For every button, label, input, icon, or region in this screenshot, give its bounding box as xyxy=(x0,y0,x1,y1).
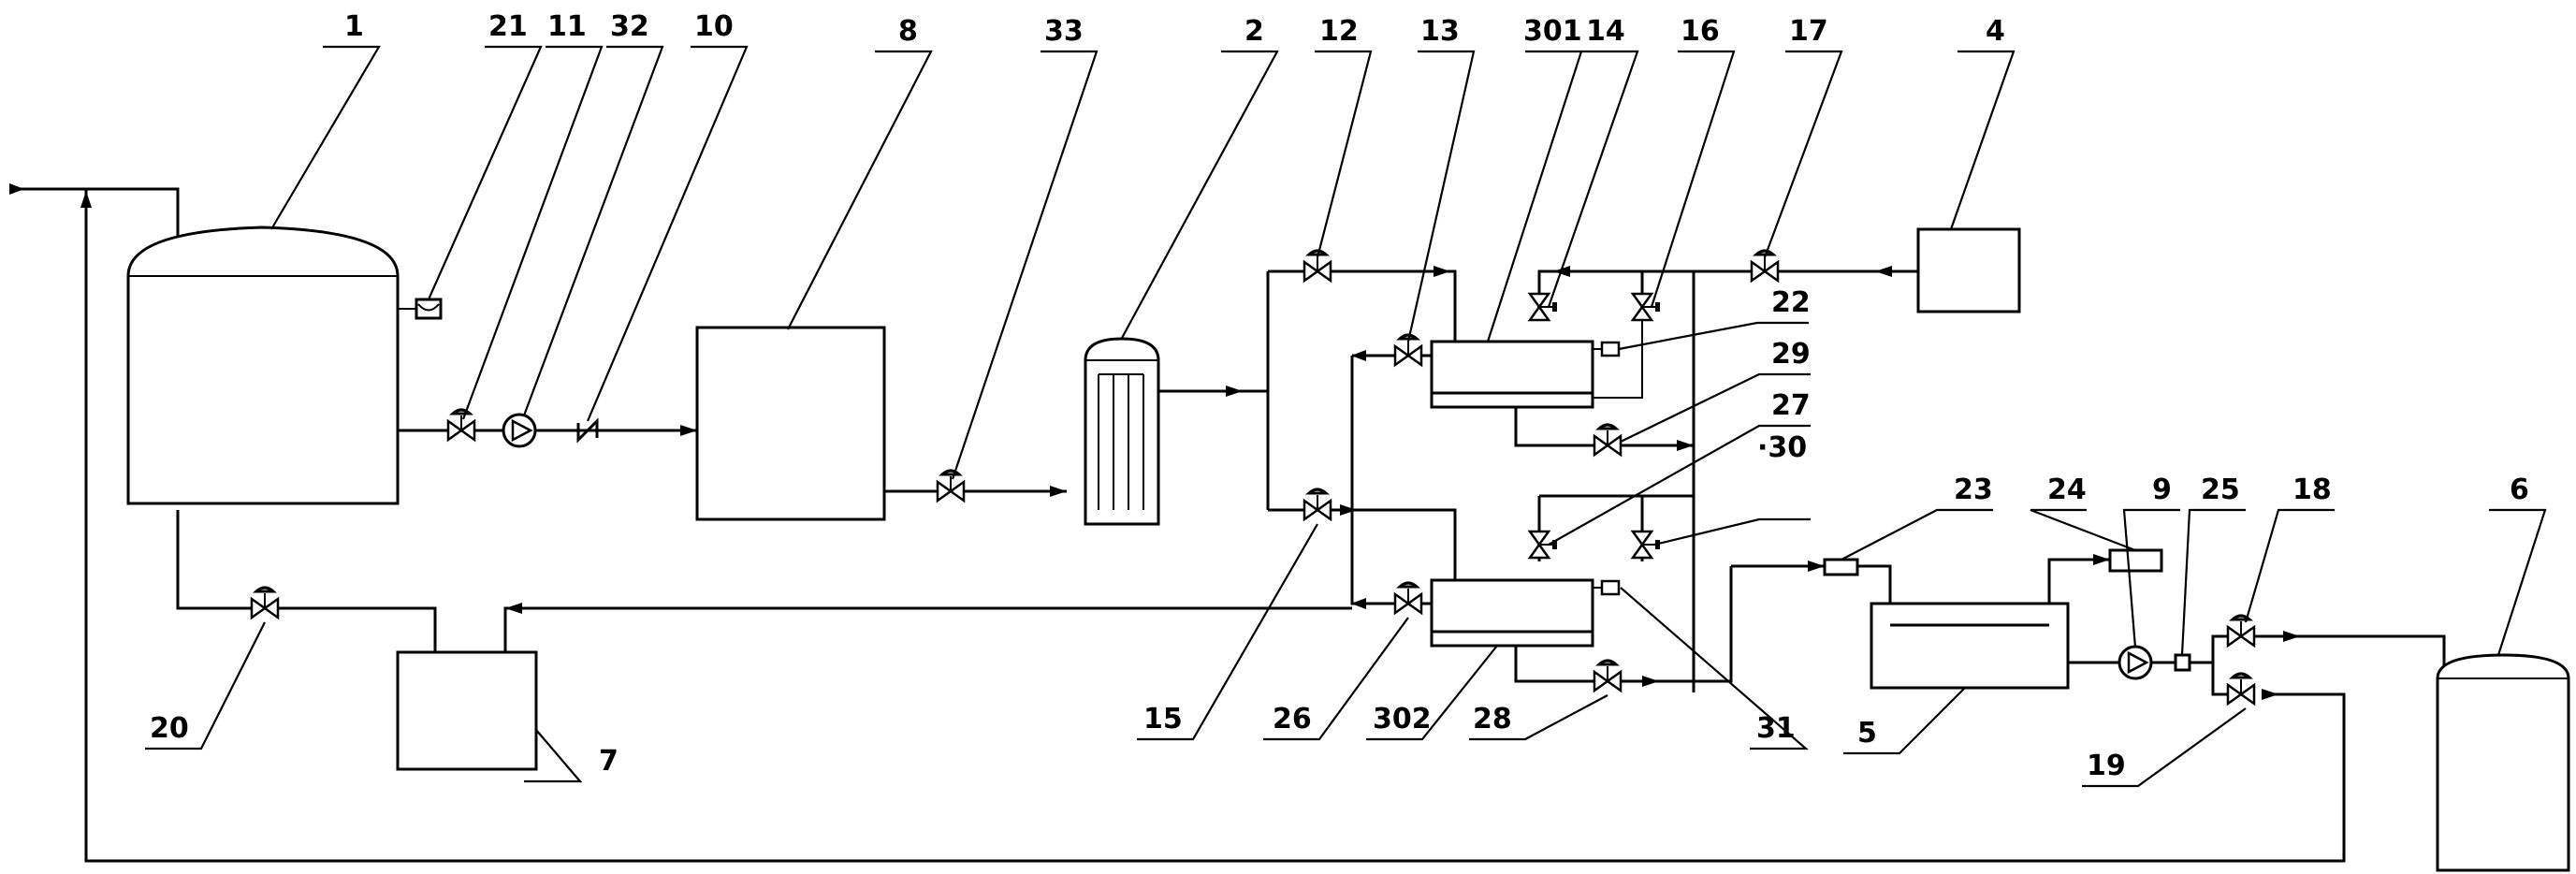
label-15: 15 xyxy=(1143,703,1183,736)
label-22: 22 xyxy=(1771,286,1811,319)
pump-9 xyxy=(2118,645,2153,680)
valve-33 xyxy=(936,469,966,503)
label-21: 21 xyxy=(488,10,528,43)
unit-7 xyxy=(396,650,538,771)
label-29: 29 xyxy=(1771,338,1811,371)
label-301: 301 xyxy=(1523,15,1582,48)
label-20: 20 xyxy=(150,712,189,745)
label-30: ·30 xyxy=(1757,431,1807,464)
valve-20 xyxy=(250,586,280,619)
component-25 xyxy=(2174,653,2191,672)
pump-32 xyxy=(502,413,537,448)
membrane-unit-301 xyxy=(1430,318,1643,409)
tank-1 xyxy=(126,226,400,505)
label-28: 28 xyxy=(1473,703,1512,736)
membrane-unit-302 xyxy=(1430,578,1621,648)
label-33: 33 xyxy=(1044,15,1084,48)
label-6: 6 xyxy=(2510,473,2529,506)
label-7: 7 xyxy=(599,745,619,778)
filter-2 xyxy=(1084,337,1160,526)
check-valve-10 xyxy=(576,417,599,444)
valve-11 xyxy=(446,408,476,442)
unit-4 xyxy=(1916,227,2021,313)
label-17: 17 xyxy=(1789,15,1828,48)
label-1: 1 xyxy=(344,10,364,43)
label-32: 32 xyxy=(610,10,649,43)
leader-lines xyxy=(145,45,2547,788)
label-25: 25 xyxy=(2201,473,2240,506)
label-13: 13 xyxy=(1420,15,1460,48)
level-indicator-21 xyxy=(398,298,443,320)
label-10: 10 xyxy=(694,10,734,43)
label-5: 5 xyxy=(1857,717,1877,750)
sensor-24 xyxy=(2108,548,2163,573)
label-12: 12 xyxy=(1319,15,1359,48)
valve-15 xyxy=(1303,488,1332,521)
label-11: 11 xyxy=(547,10,587,43)
valve-18 xyxy=(2226,614,2256,648)
label-302: 302 xyxy=(1373,703,1432,736)
tank-5 xyxy=(1870,602,2070,690)
valve-16 xyxy=(1631,292,1662,322)
labels: 1 21 11 32 10 8 33 2 12 13 301 14 16 17 … xyxy=(150,10,2529,782)
valve-29 xyxy=(1593,423,1623,457)
label-19: 19 xyxy=(2087,750,2126,782)
unit-8 xyxy=(695,326,886,521)
label-16: 16 xyxy=(1681,15,1720,48)
valve-19 xyxy=(2226,672,2256,706)
label-2: 2 xyxy=(1244,15,1264,48)
valve-27 xyxy=(1528,530,1559,560)
label-14: 14 xyxy=(1586,15,1625,48)
label-31: 31 xyxy=(1756,712,1796,745)
label-18: 18 xyxy=(2292,473,2332,506)
piping xyxy=(9,183,2450,863)
label-4: 4 xyxy=(1986,15,2005,48)
label-26: 26 xyxy=(1273,703,1312,736)
valve-26 xyxy=(1393,581,1423,615)
label-23: 23 xyxy=(1954,473,1993,506)
label-8: 8 xyxy=(898,15,918,48)
label-24: 24 xyxy=(2047,473,2087,506)
sensor-23 xyxy=(1823,558,1859,576)
label-9: 9 xyxy=(2152,473,2172,506)
label-27: 27 xyxy=(1771,389,1811,422)
valve-28 xyxy=(1593,659,1623,692)
tank-6 xyxy=(2436,653,2570,872)
valve-14 xyxy=(1528,292,1559,322)
